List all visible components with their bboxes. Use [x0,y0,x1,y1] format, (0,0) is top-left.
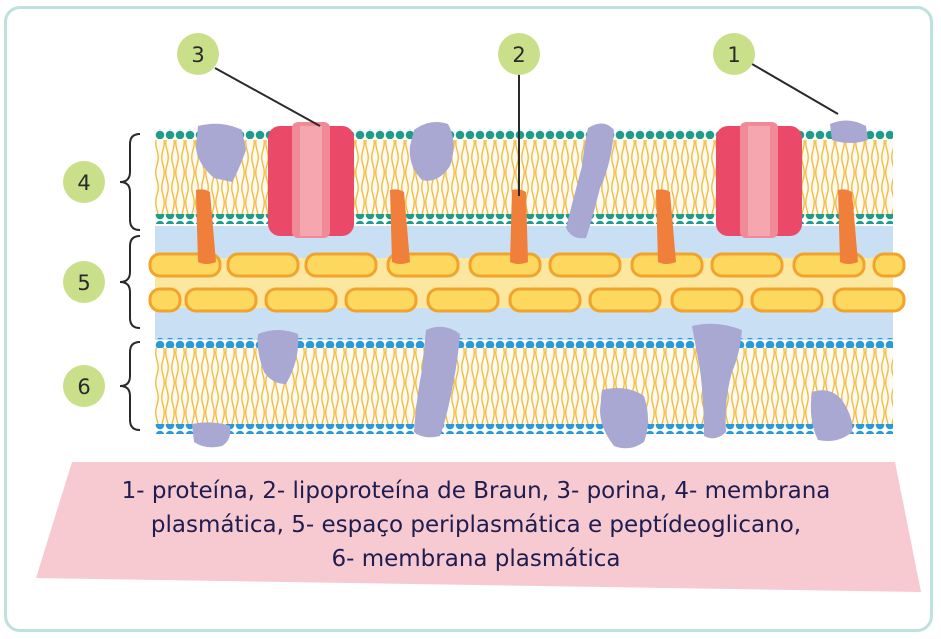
porin-right [716,122,802,238]
leader-line-protein [752,64,838,114]
badge-protein: 1 [713,33,755,75]
caption-line-2: plasmática, 5- espaço periplasmática e p… [36,508,916,542]
porin-left [268,122,354,238]
svg-text:1: 1 [727,43,740,67]
plasma-membrane-heads-bottom [155,424,893,434]
braces [120,134,140,430]
caption-line-1: 1- proteína, 2- lipoproteína de Braun, 3… [36,474,916,508]
badge-periplasm: 5 [63,261,105,303]
badge-outer-membrane: 4 [63,161,105,203]
badge-porin: 3 [177,33,219,75]
svg-text:3: 3 [191,43,204,67]
brace-plasma-membrane [120,342,140,430]
svg-text:2: 2 [512,43,525,67]
brace-periplasm [120,236,140,328]
brace-outer-membrane [120,134,140,230]
svg-text:6: 6 [77,375,90,399]
badge-lipoprotein: 2 [498,33,540,75]
svg-text:5: 5 [77,271,90,295]
leader-line-porin [215,68,320,126]
caption: 1- proteína, 2- lipoproteína de Braun, 3… [36,474,916,576]
badge-plasma-membrane: 6 [63,365,105,407]
svg-text:4: 4 [77,171,90,195]
caption-line-3: 6- membrana plasmática [36,542,916,576]
